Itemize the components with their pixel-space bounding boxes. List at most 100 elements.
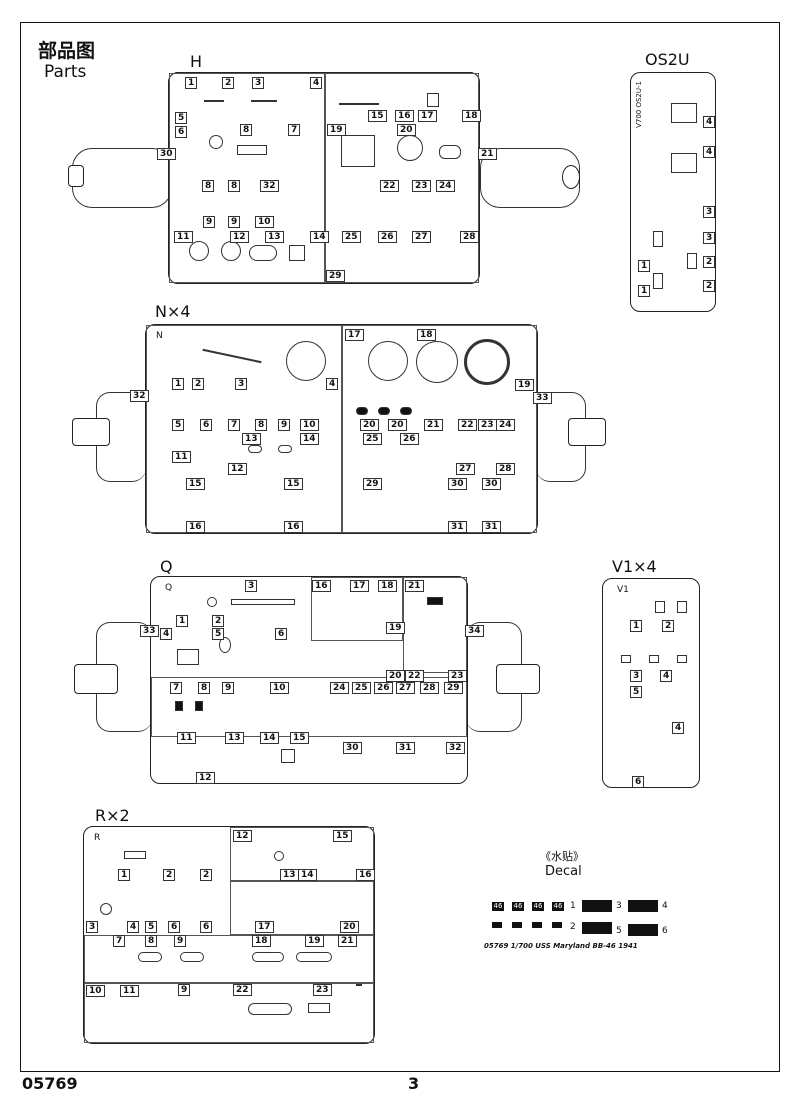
part-number: 9 (174, 935, 187, 947)
sprue-q-left-hub (74, 664, 118, 694)
part (464, 339, 510, 385)
sprue-r-mid-panel (230, 881, 374, 935)
part-number: 21 (424, 419, 443, 431)
part-number: 6 (175, 126, 188, 138)
sprue-n-left-hub (72, 418, 110, 446)
part (219, 637, 231, 653)
part-number: 24 (436, 180, 455, 192)
part (677, 655, 687, 663)
sprue-h (168, 72, 480, 284)
part (207, 597, 217, 607)
part-number: 23 (478, 419, 497, 431)
part-number: 11 (120, 985, 139, 997)
part-number: 11 (172, 451, 191, 463)
part-number: 28 (460, 231, 479, 243)
part (204, 100, 224, 102)
product-code: 05769 (22, 1074, 78, 1093)
part (341, 135, 375, 167)
part-number: 12 (230, 231, 249, 243)
sprue-r-lower-panel (84, 935, 374, 983)
part (237, 145, 267, 155)
part-number: 25 (363, 433, 382, 445)
part-number: 15 (368, 110, 387, 122)
part (296, 952, 332, 962)
part-number: 2 (200, 869, 213, 881)
part-number: 1 (630, 620, 643, 632)
part-number: 26 (378, 231, 397, 243)
part (195, 701, 203, 711)
part-number: 9 (228, 216, 241, 228)
part-number: 4 (660, 670, 673, 682)
part-number: 14 (298, 869, 317, 881)
decal-hull-number: 46 (492, 902, 504, 911)
part (231, 599, 295, 605)
part-number: 5 (212, 628, 225, 640)
part-number: 16 (312, 580, 331, 592)
part (251, 100, 277, 102)
part-number: 28 (496, 463, 515, 475)
part-number: 12 (196, 772, 215, 784)
decal-number: 4 (662, 901, 668, 911)
part-number: 4 (160, 628, 173, 640)
part-number: 4 (127, 921, 140, 933)
part-number: 3 (252, 77, 265, 89)
part (368, 341, 408, 381)
part-number: 33 (533, 392, 552, 404)
sprue-n-right-panel (342, 325, 537, 533)
part (427, 93, 439, 107)
decal-mark (552, 922, 562, 928)
sprue-r: R (83, 826, 375, 1044)
part-number: 15 (186, 478, 205, 490)
sprue-q-right-hub (496, 664, 540, 694)
sprue-q-middle-panel (151, 677, 467, 737)
decal-stripe (582, 900, 612, 912)
sprue-r-tag: R (94, 833, 101, 843)
sprue-h-right-panel (325, 73, 479, 283)
part-number: 20 (340, 921, 359, 933)
part-number: 26 (400, 433, 419, 445)
sprue-q-label: Q (160, 557, 173, 576)
part (248, 1003, 292, 1015)
part (416, 341, 458, 383)
part-number: 13 (225, 732, 244, 744)
part-number: 9 (203, 216, 216, 228)
decal-sheet: 46 46 46 46 1 3 4 2 5 6 (484, 890, 684, 948)
part-number: 18 (462, 110, 481, 122)
part (138, 952, 162, 962)
sprue-q-tag: Q (165, 583, 173, 593)
part-number: 1 (638, 260, 651, 272)
part-number: 23 (448, 670, 467, 682)
part-number: 5 (172, 419, 185, 431)
part-number: 14 (260, 732, 279, 744)
part-number: 25 (352, 682, 371, 694)
part-number: 15 (284, 478, 303, 490)
part-number: 18 (417, 329, 436, 341)
part-number: 20 (360, 419, 379, 431)
decal-number: 1 (570, 901, 576, 911)
part-number: 13 (265, 231, 284, 243)
sprue-v1-label: V1×4 (612, 557, 657, 576)
decal-number: 3 (616, 901, 622, 911)
part-number: 22 (233, 984, 252, 996)
part-number: 24 (330, 682, 349, 694)
part-number: 4 (310, 77, 323, 89)
part-number: 23 (412, 180, 431, 192)
decal-stripe (628, 900, 658, 912)
parts-title-cn: 部品图 (38, 40, 96, 62)
part-number: 20 (397, 124, 416, 136)
decal-hull-number: 46 (552, 902, 564, 911)
part-number: 15 (290, 732, 309, 744)
part-number: 3 (703, 206, 716, 218)
sprue-h-label: H (190, 52, 203, 71)
part (649, 655, 659, 663)
part-number: 32 (260, 180, 279, 192)
decal-mark (532, 922, 542, 928)
part-number: 8 (202, 180, 215, 192)
part-number: 6 (200, 419, 213, 431)
part-number: 27 (412, 231, 431, 243)
part-number: 24 (496, 419, 515, 431)
part (289, 245, 305, 261)
part (653, 231, 663, 247)
part-number: 1 (638, 285, 651, 297)
part-number: 21 (338, 935, 357, 947)
